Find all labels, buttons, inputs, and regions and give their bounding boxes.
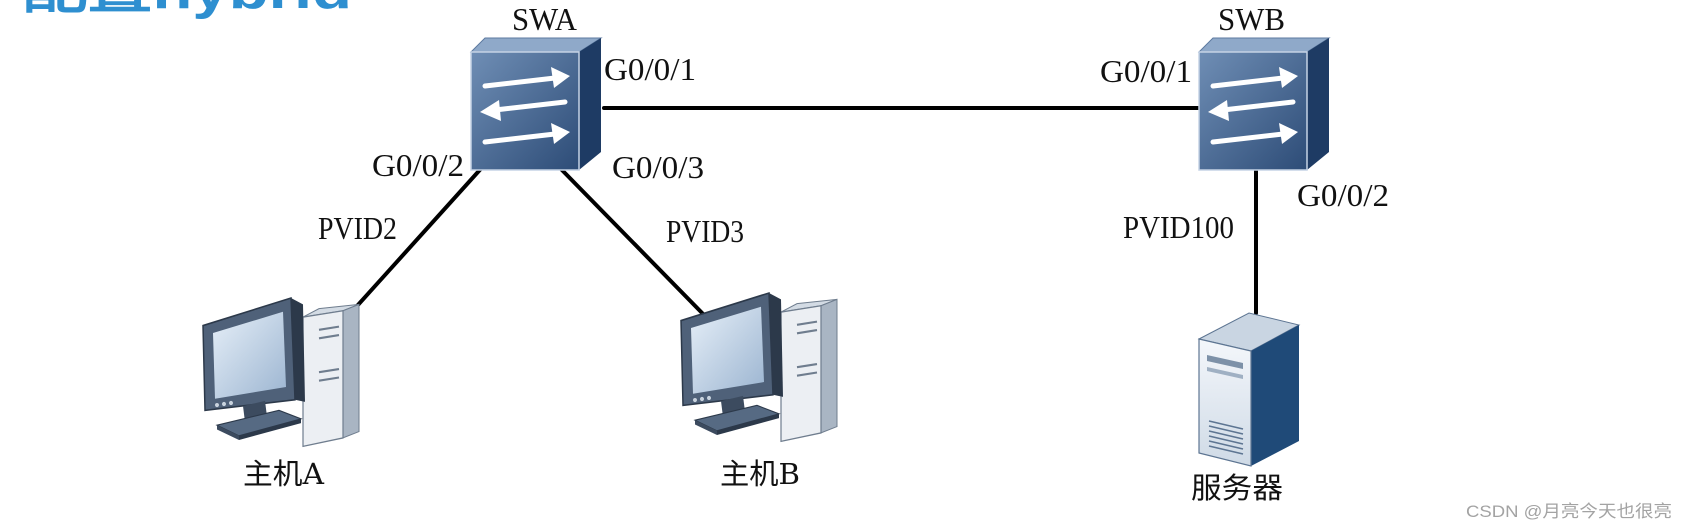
page-title: 配置hybrid (22, 0, 352, 20)
pvid-label-server: PVID100 (1123, 209, 1234, 245)
device-label-host-a: 主机A (243, 457, 325, 491)
device-label-server: 服务器 (1191, 471, 1283, 505)
port-label-swa-g002: G0/0/2 (372, 147, 464, 183)
server-icon (1197, 312, 1301, 467)
watermark: CSDN @月亮今天也很亮 (1466, 502, 1672, 521)
pc-icon (201, 296, 361, 448)
device-label-host-b: 主机B (720, 457, 800, 491)
switch-label-swb: SWB (1218, 1, 1285, 37)
switch-icon (1199, 38, 1329, 170)
port-label-swa-g003: G0/0/3 (612, 149, 704, 185)
switch-label-swa: SWA (512, 1, 577, 37)
port-label-swa-g001: G0/0/1 (604, 51, 696, 87)
link-swa-host-a (346, 150, 498, 318)
port-label-swb-g002: G0/0/2 (1297, 177, 1389, 213)
switch-icon (471, 38, 601, 170)
link-swa-host-b (558, 166, 709, 320)
port-label-swb-g001: G0/0/1 (1100, 53, 1192, 89)
pvid-label-host-b: PVID3 (666, 213, 744, 249)
pc-icon (679, 291, 839, 443)
pvid-label-host-a: PVID2 (318, 210, 397, 246)
